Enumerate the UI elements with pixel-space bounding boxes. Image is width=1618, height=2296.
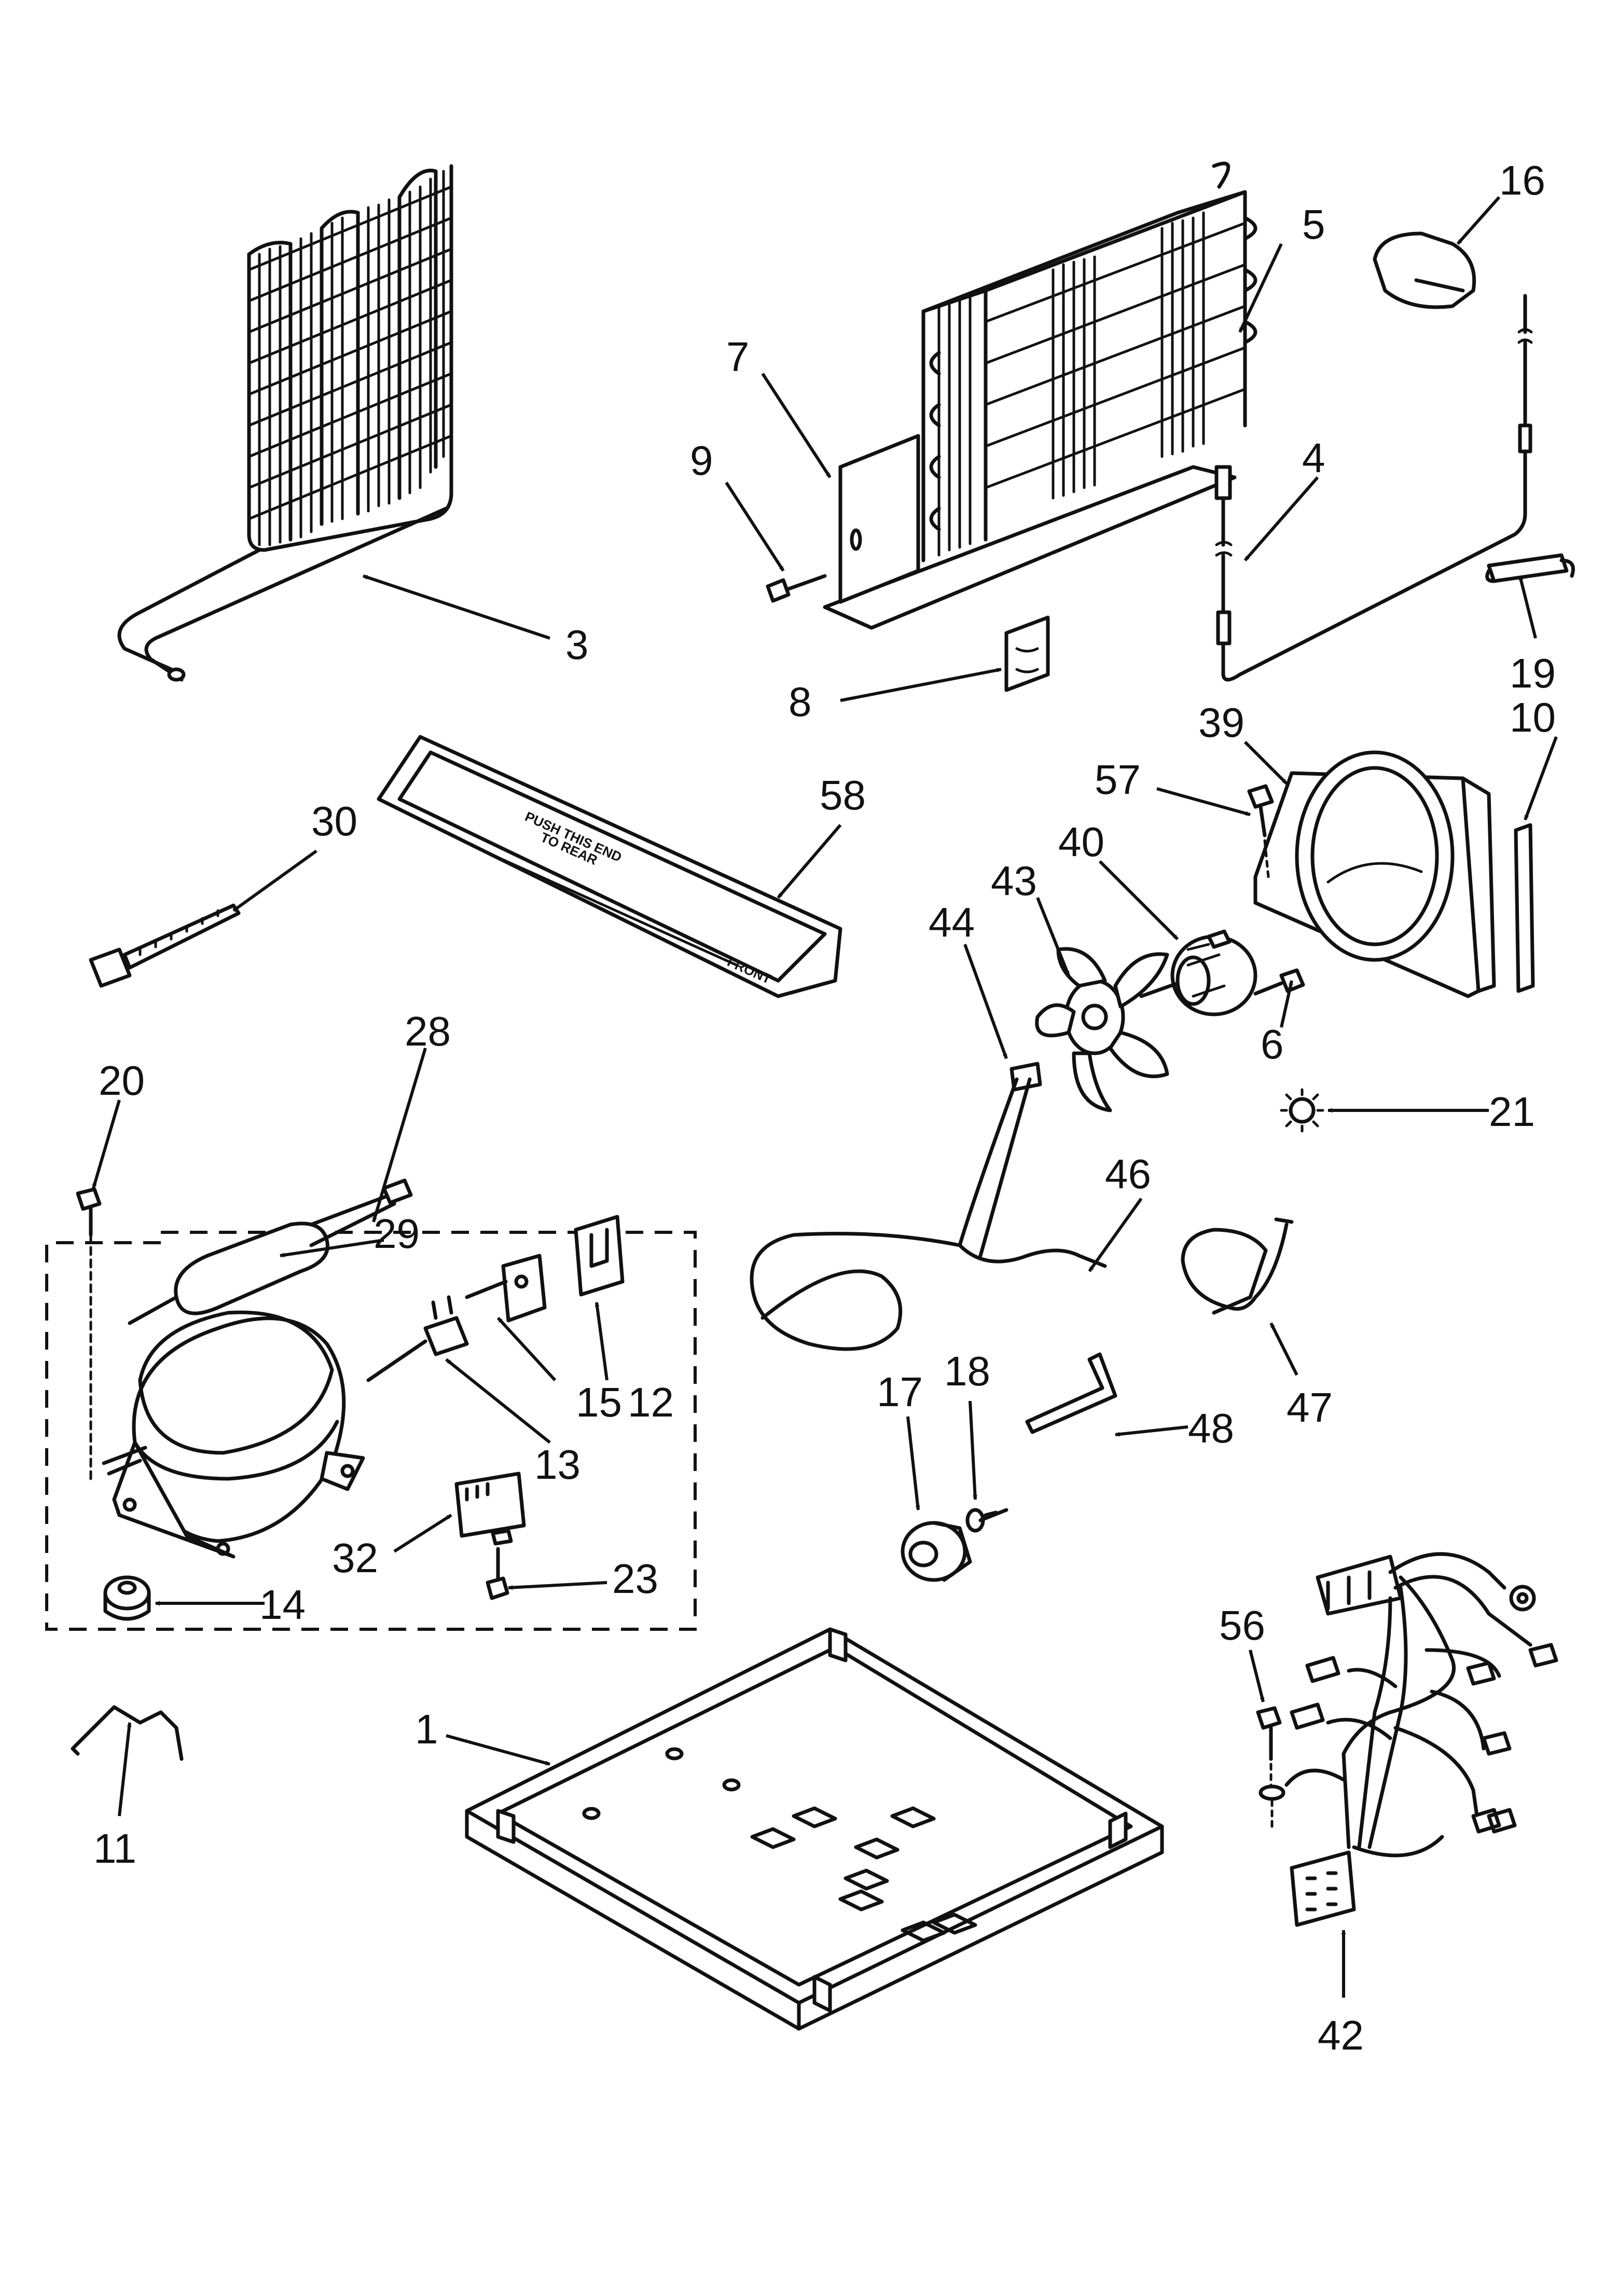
callout-48: 48 <box>1188 1405 1234 1451</box>
callout-21: 21 <box>1489 1089 1535 1135</box>
part-29-drier <box>128 1178 413 1325</box>
part-3-condenser <box>117 164 453 682</box>
part-18-axle <box>965 1508 1008 1533</box>
callout-11: 11 <box>93 1825 136 1872</box>
part-17-wheel <box>901 1521 972 1582</box>
callout-5: 5 <box>1302 201 1325 248</box>
part-30-cable-tie <box>89 903 241 988</box>
part-23-screw <box>486 1547 509 1600</box>
part-10-strip <box>1514 823 1535 993</box>
callout-14: 14 <box>259 1582 306 1628</box>
callout-15: 15 <box>576 1379 622 1425</box>
callout-numbers: 3 5 4 16 7 9 8 19 10 58 30 39 57 40 43 4… <box>93 157 1556 2058</box>
part-8-clip <box>1004 615 1050 692</box>
part-56-screw <box>1256 1706 1285 1828</box>
callout-20: 20 <box>99 1057 145 1104</box>
part-16-cover <box>1373 231 1476 309</box>
part-5-evaporator <box>823 161 1257 630</box>
part-19-bracket <box>1485 553 1575 583</box>
part-6-screw <box>1253 968 1305 996</box>
part-57-screw <box>1247 784 1274 878</box>
callout-30: 30 <box>311 798 357 844</box>
part-20-screw <box>76 1187 102 1486</box>
callout-43: 43 <box>991 858 1037 904</box>
compressor <box>102 1310 365 1559</box>
callout-46: 46 <box>1105 1151 1151 1197</box>
callout-19: 19 <box>1510 650 1556 696</box>
part-9-screw <box>766 574 827 603</box>
callout-13: 13 <box>534 1441 580 1488</box>
callout-40: 40 <box>1058 819 1104 865</box>
part-21-grommet <box>1280 1088 1324 1133</box>
callout-16: 16 <box>1499 157 1545 203</box>
callout-18: 18 <box>944 1348 990 1394</box>
callout-32: 32 <box>332 1535 378 1581</box>
callout-44: 44 <box>929 899 975 945</box>
part-48-tube <box>1025 1352 1117 1434</box>
leader-lines <box>92 196 1558 1998</box>
callout-28: 28 <box>405 1008 451 1054</box>
part-7-bracket <box>838 434 920 604</box>
part-43-fan-blade <box>1035 947 1169 1112</box>
callout-23: 23 <box>612 1556 658 1602</box>
callout-6: 6 <box>1261 1021 1284 1067</box>
part-11-clip <box>71 1705 184 1761</box>
callout-47: 47 <box>1287 1384 1333 1431</box>
callout-1: 1 <box>415 1706 438 1752</box>
callout-39: 39 <box>1198 699 1244 746</box>
callout-9: 9 <box>690 437 713 484</box>
part-4-heater-wire <box>1214 294 1533 682</box>
part-58-drain-tray: PUSH THIS END TO REAR FRONT <box>377 735 842 998</box>
part-39-fan-shroud <box>1253 750 1496 998</box>
part-46-tube <box>750 1077 1107 1351</box>
part-13-connector <box>366 1295 469 1382</box>
part-15-relay <box>465 1254 547 1323</box>
condenser-wire-grid <box>247 170 453 546</box>
callout-4: 4 <box>1302 435 1325 481</box>
part-1-base <box>465 1627 1164 2031</box>
callout-12: 12 <box>628 1379 674 1425</box>
callout-10: 10 <box>1510 694 1556 740</box>
callout-17: 17 <box>877 1369 923 1415</box>
part-42-wire-harness <box>1284 1552 1558 1927</box>
callout-58: 58 <box>820 772 866 818</box>
callout-57: 57 <box>1095 757 1141 803</box>
part-28-group-box <box>45 1231 697 1631</box>
part-47-tube <box>1181 1217 1294 1315</box>
part-12-overload <box>574 1215 625 1297</box>
callout-42: 42 <box>1318 2012 1364 2058</box>
part-14-grommet <box>103 1575 151 1621</box>
part-44-clip <box>1009 1062 1042 1092</box>
callout-3: 3 <box>565 622 589 668</box>
part-32-capacitor <box>454 1472 526 1546</box>
callout-7: 7 <box>726 334 750 380</box>
callout-56: 56 <box>1219 1602 1265 1648</box>
callout-8: 8 <box>789 679 812 725</box>
callout-29: 29 <box>374 1211 420 1257</box>
part-40-fan-motor <box>1139 929 1257 1016</box>
evaporator-fins <box>937 211 1247 557</box>
